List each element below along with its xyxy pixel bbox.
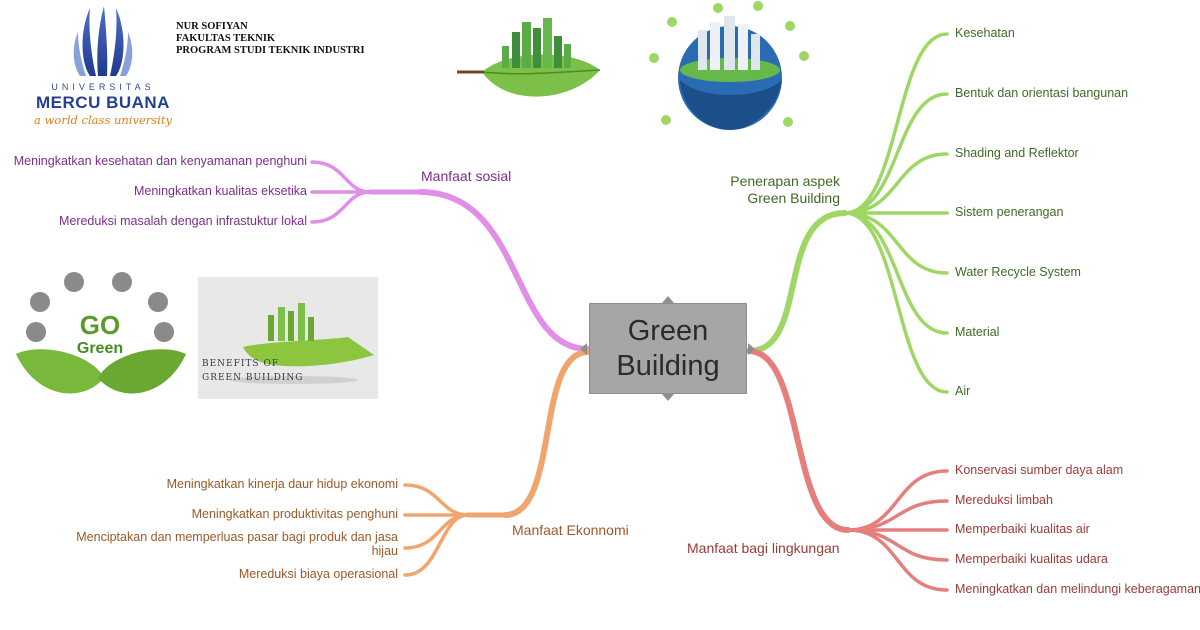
logo-universitas: UNIVERSITAS <box>51 82 155 92</box>
social-connectors <box>310 160 591 352</box>
econ-item-3-line1[interactable]: Menciptakan dan memperluas pasar bagi pr… <box>76 530 398 544</box>
author-program: PROGRAM STUDI TEKNIK INDUSTRI <box>176 45 365 56</box>
author-name: NUR SOFIYAN <box>176 21 248 32</box>
center-right-marker <box>748 343 755 355</box>
benefits-line2: GREEN BUILDING <box>202 373 304 383</box>
social-item-3[interactable]: Mereduksi masalah dengan infrastuktur lo… <box>58 214 307 228</box>
branch-penerapan-line2: Green Building <box>747 190 840 206</box>
author-faculty: FAKULTAS TEKNIK <box>176 33 276 44</box>
econ-item-1[interactable]: Meningkatkan kinerja daur hidup ekonomi <box>166 477 398 491</box>
econ-item-4[interactable]: Mereduksi biaya operasional <box>238 567 398 581</box>
go-green-word1: GO <box>79 310 121 340</box>
green-item-4[interactable]: Sistem penerangan <box>955 205 1064 219</box>
env-item-4[interactable]: Memperbaiki kualitas udara <box>955 552 1108 566</box>
university-logo: UNIVERSITAS MERCU BUANA a world class un… <box>28 2 178 130</box>
econ-item-3-line2[interactable]: hijau <box>371 544 398 558</box>
green-item-1[interactable]: Kesehatan <box>955 26 1015 40</box>
social-item-1[interactable]: Meningkatkan kesehatan dan kenyamanan pe… <box>13 154 307 168</box>
env-item-1[interactable]: Konservasi sumber daya alam <box>955 463 1124 477</box>
eco-globe-image <box>640 0 820 135</box>
env-item-5[interactable]: Meningkatkan dan melindungi keberagaman … <box>955 582 1200 596</box>
hand-city-icon <box>230 303 374 384</box>
central-topic-green-building[interactable]: Green Building <box>589 303 747 394</box>
green-item-3[interactable]: Shading and Reflektor <box>955 146 1079 160</box>
branch-penerapan-aspek[interactable]: Penerapan aspek Green Building <box>730 173 840 207</box>
branch-penerapan-line1: Penerapan aspek <box>730 173 840 189</box>
social-item-2[interactable]: Meningkatkan kualitas eksetika <box>133 184 307 198</box>
center-left-marker <box>580 343 587 355</box>
benefits-image: BENEFITS OF GREEN BUILDING <box>198 277 378 399</box>
econ-connectors <box>403 349 591 577</box>
green-item-5[interactable]: Water Recycle System <box>955 265 1081 279</box>
green-item-6[interactable]: Material <box>955 325 1000 339</box>
leaf-city-icon <box>457 18 601 97</box>
econ-item-2[interactable]: Meningkatkan produktivitas penghuni <box>191 507 398 521</box>
center-top-marker <box>662 296 674 303</box>
central-topic-line2: Building <box>616 349 720 382</box>
green-connectors <box>746 32 949 394</box>
logo-university-name: MERCU BUANA <box>36 93 170 112</box>
author-block: NUR SOFIYAN FAKULTAS TEKNIK PROGRAM STUD… <box>176 21 365 57</box>
center-bottom-marker <box>662 394 674 401</box>
branch-manfaat-ekonomi[interactable]: Manfaat Ekonnomi <box>512 522 629 538</box>
env-item-2[interactable]: Mereduksi limbah <box>955 493 1053 507</box>
flame-emblem-icon <box>73 6 133 76</box>
green-item-2[interactable]: Bentuk dan orientasi bangunan <box>955 86 1129 100</box>
globe-icon <box>649 1 809 130</box>
benefits-line1: BENEFITS OF <box>202 359 280 369</box>
go-green-word2: Green <box>76 340 124 357</box>
env-item-3[interactable]: Memperbaiki kualitas air <box>955 522 1090 536</box>
go-green-image: GO Green <box>12 268 190 408</box>
env-connectors <box>746 348 949 592</box>
central-topic-line1: Green <box>627 314 709 347</box>
branch-manfaat-sosial[interactable]: Manfaat sosial <box>421 168 512 184</box>
logo-tagline: a world class university <box>34 113 172 127</box>
go-green-leaves-icon <box>16 272 186 394</box>
green-item-7[interactable]: Air <box>955 384 971 398</box>
branch-manfaat-lingkungan[interactable]: Manfaat bagi lingkungan <box>687 540 840 556</box>
leaf-city-image <box>452 10 602 120</box>
